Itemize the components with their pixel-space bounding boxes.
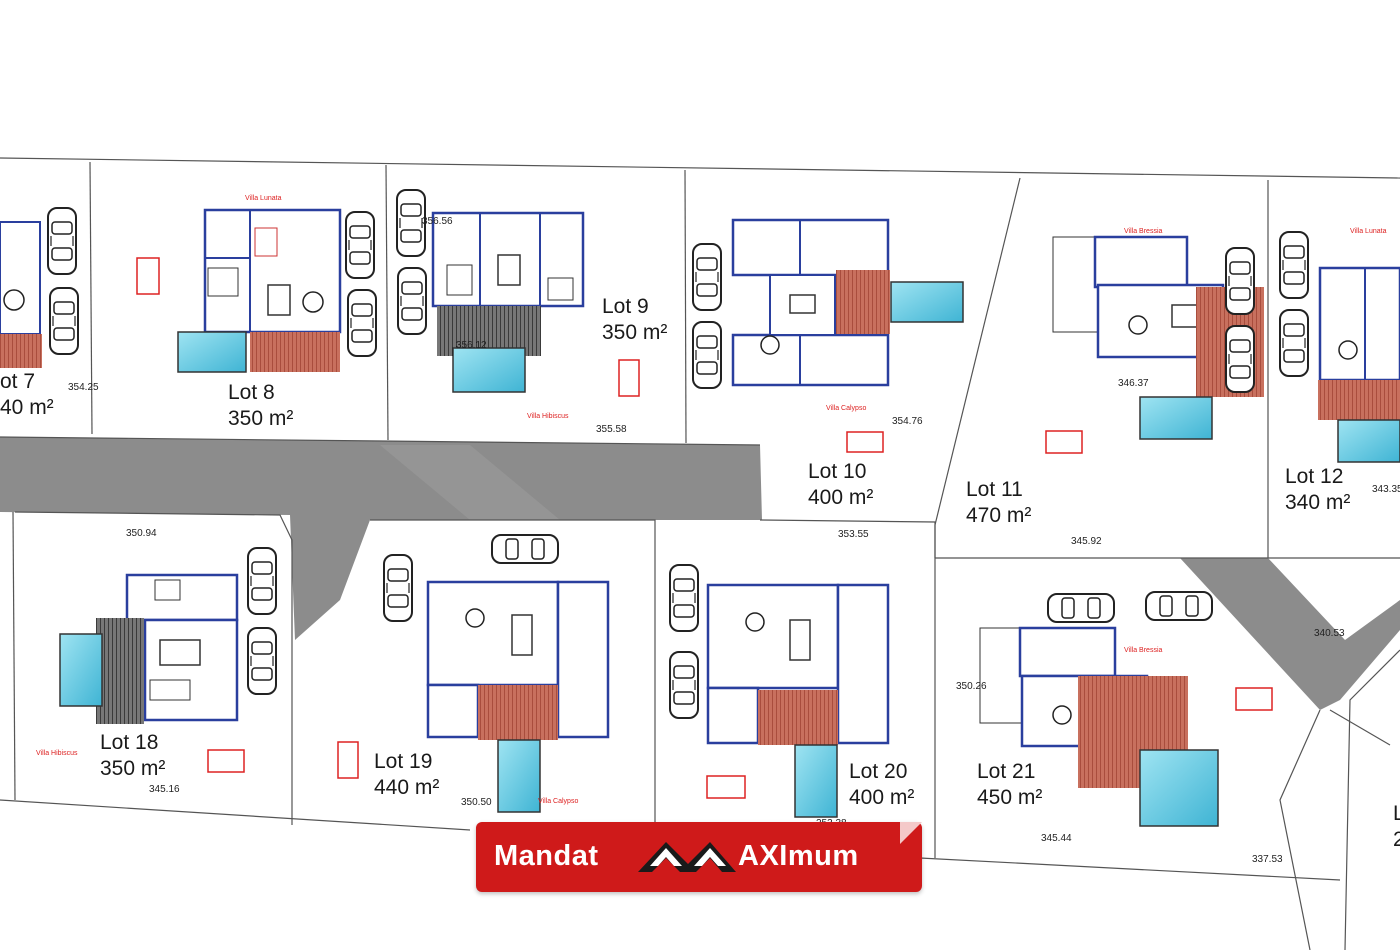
lot20-area: 400 m²: [849, 786, 914, 809]
elevation: 354.25: [68, 382, 99, 393]
elevation: 353.55: [838, 529, 869, 540]
elevation: 350.50: [461, 797, 492, 808]
lot9-villa-name: Villa Hibiscus: [527, 413, 569, 420]
lot19-name: Lot 19: [374, 750, 432, 773]
lot12-area: 340 m²: [1285, 491, 1350, 514]
lot18-villa-name: Villa Hibiscus: [36, 750, 78, 757]
elevation: 356.12: [456, 340, 487, 351]
badge-word: Mandat: [494, 840, 599, 872]
lot21-house: [979, 591, 1273, 827]
lot8-name: Lot 8: [228, 381, 275, 404]
lot-boundaries: [0, 157, 1400, 950]
lot12-house: [1279, 231, 1400, 463]
lot10-name: Lot 10: [808, 460, 866, 483]
lot9-area: 350 m²: [602, 321, 667, 344]
elevation: 345.44: [1041, 833, 1072, 844]
lot12-villa-name: Villa Lunata: [1350, 228, 1387, 235]
lot9-name: Lot 9: [602, 295, 649, 318]
elevation: 354.76: [892, 416, 923, 427]
lot22-name: L: [1393, 802, 1400, 825]
aximum-logo-icon: [638, 842, 736, 872]
lot7-name: ot 7: [0, 370, 35, 393]
elevation: 356.56: [422, 216, 453, 227]
main-road: [0, 437, 762, 640]
lot11-area: 470 m²: [966, 504, 1031, 527]
lot19-villa-name: Villa Calypso: [538, 798, 578, 805]
lot10-area: 400 m²: [808, 486, 873, 509]
agency-badge[interactable]: Mandat AXImum: [476, 822, 922, 892]
lot10-house: [692, 218, 964, 453]
elevation: 345.92: [1071, 536, 1102, 547]
elevation: 350.94: [126, 528, 157, 539]
roads: [0, 437, 1400, 710]
badge-page-curl: [900, 822, 922, 844]
elevation: 355.58: [596, 424, 627, 435]
road-watermark: [380, 445, 560, 520]
lot11-name: Lot 11: [966, 478, 1023, 501]
lot-labels: ot 7 40 m² Lot 8 350 m² Lot 9 350 m² Lot…: [0, 295, 1400, 851]
lot9-house: [396, 189, 640, 397]
lot18-name: Lot 18: [100, 731, 158, 754]
lot8-area: 350 m²: [228, 407, 293, 430]
lot7-area: 40 m²: [0, 396, 54, 419]
lot20-house: [669, 564, 890, 818]
lot10-villa-name: Villa Calypso: [826, 405, 866, 412]
elevation: 340.53: [1314, 628, 1345, 639]
lot19-house: [337, 534, 610, 813]
lot8-house: [136, 208, 377, 373]
lot11-villa-name: Villa Bressia: [1124, 228, 1162, 235]
elevation: 337.53: [1252, 854, 1283, 865]
elevation: 350.26: [956, 681, 987, 692]
lot19-area: 440 m²: [374, 776, 439, 799]
lot8-villa-name: Villa Lunata: [245, 195, 282, 202]
lot21-area: 450 m²: [977, 786, 1042, 809]
badge-brand: AXImum: [738, 840, 859, 872]
lot11-house: [1045, 235, 1264, 454]
elevation: 343.35: [1372, 484, 1400, 495]
elevation: 346.37: [1118, 378, 1149, 389]
lot20-name: Lot 20: [849, 760, 907, 783]
lot21-name: Lot 21: [977, 760, 1035, 783]
side-road: [1180, 558, 1400, 710]
elevation: 345.16: [149, 784, 180, 795]
lot18-area: 350 m²: [100, 757, 165, 780]
lot12-name: Lot 12: [1285, 465, 1343, 488]
lot18-house: [59, 547, 277, 773]
villa-labels: Villa Lunata Villa Hibiscus Villa Calyps…: [36, 195, 1387, 805]
lot21-villa-name: Villa Bressia: [1124, 647, 1162, 654]
lot22-area: 2: [1393, 828, 1400, 851]
lot7-house: [0, 207, 79, 368]
